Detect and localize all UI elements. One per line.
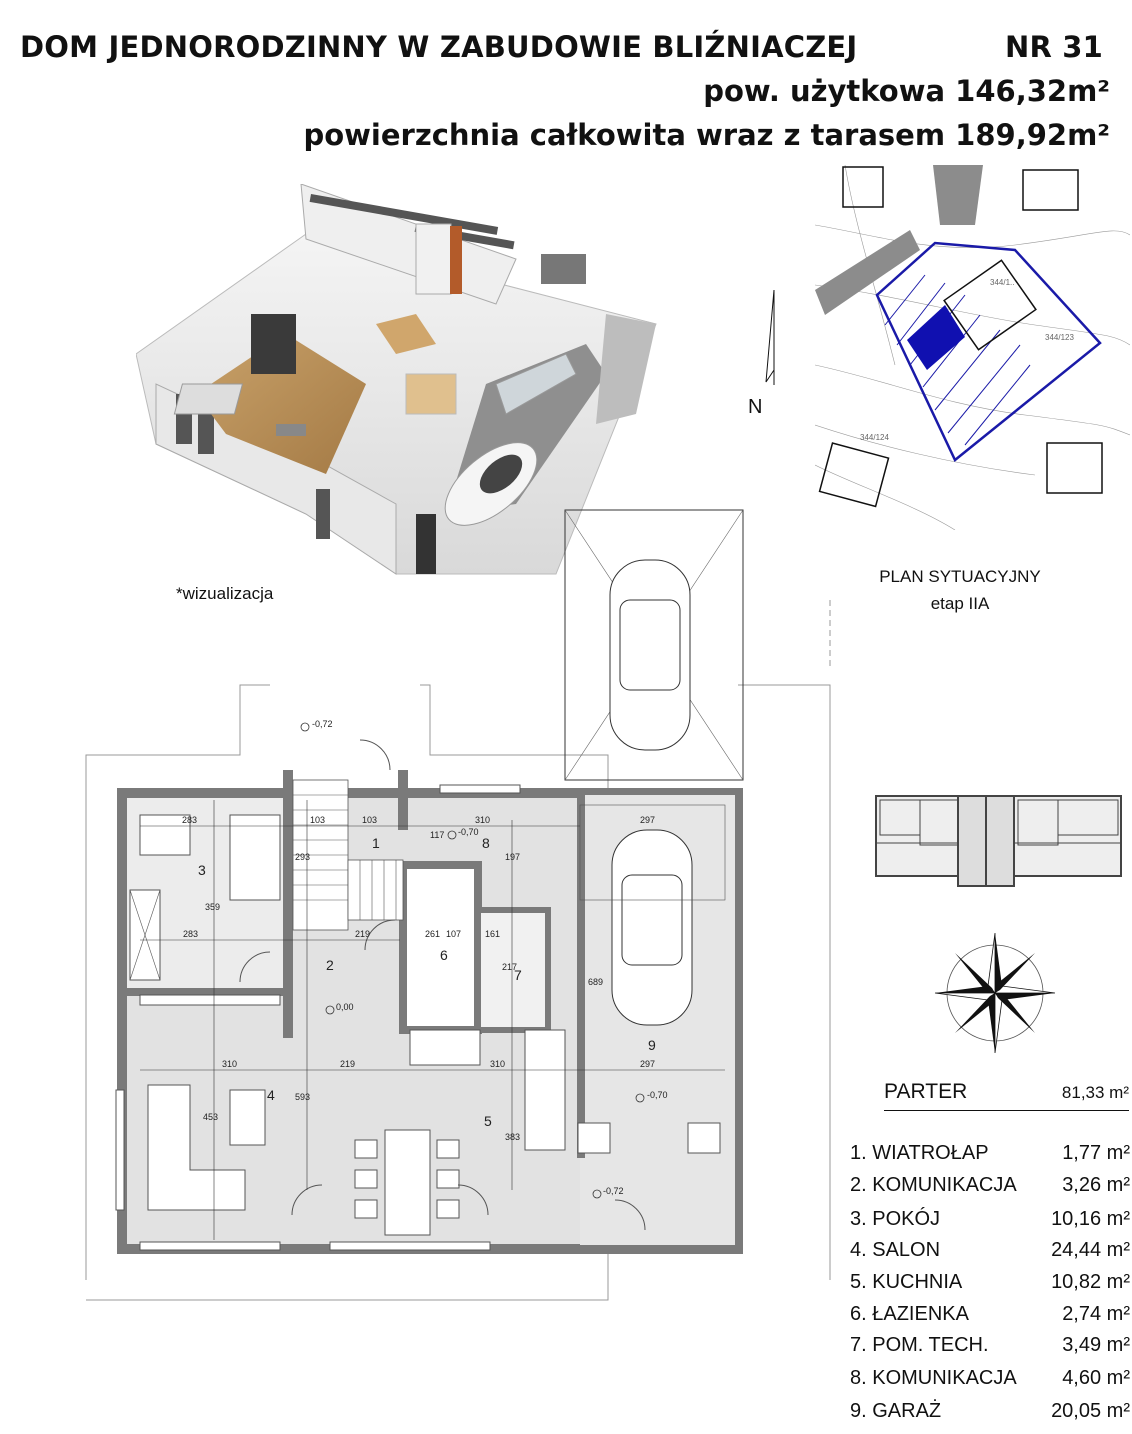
- room-area: 10,16 m²: [1051, 1208, 1130, 1230]
- dim-label: 197: [505, 852, 520, 862]
- room-name: 4. SALON: [850, 1239, 941, 1261]
- room-number: 5: [484, 1113, 492, 1129]
- dim-label: 310: [475, 815, 490, 825]
- dim-label: 689: [588, 977, 603, 987]
- dim-label: 107: [446, 929, 461, 939]
- room-area: 3,26 m²: [1062, 1174, 1130, 1196]
- north-label: N: [748, 396, 763, 418]
- room-area: 10,82 m²: [1051, 1271, 1130, 1293]
- dim-label: 261: [425, 929, 440, 939]
- dim-label: 383: [505, 1132, 520, 1142]
- house-number: NR 31: [1005, 30, 1104, 64]
- dim-label: 219: [355, 929, 370, 939]
- level-marker: -0,70: [647, 1090, 668, 1100]
- dim-label: 283: [183, 929, 198, 939]
- total-area: powierzchnia całkowita wraz z tarasem 18…: [303, 118, 1110, 152]
- level-marker: 0,00: [336, 1002, 354, 1012]
- parcel-label-2: 344/123: [1045, 333, 1074, 342]
- dim-label: 297: [640, 1059, 655, 1069]
- room-area: 3,49 m²: [1062, 1334, 1130, 1356]
- room-number: 3: [198, 862, 206, 878]
- dim-label: 453: [203, 1112, 218, 1122]
- site-plan-subtitle: etap IIA: [930, 594, 990, 613]
- house-visualization-image: [136, 184, 657, 575]
- level-marker: -0,72: [603, 1186, 624, 1196]
- room-name: 3. POKÓJ: [850, 1208, 941, 1230]
- car-icon: [609, 559, 691, 751]
- room-row: 7. POM. TECH. 3,49 m²: [850, 1334, 1130, 1364]
- site-plan-title: PLAN SYTUACYJNY: [879, 567, 1041, 586]
- level-marker: -0,70: [458, 827, 479, 837]
- dim-label: 310: [222, 1059, 237, 1069]
- parcel-label-3: 344/124: [860, 433, 889, 442]
- title-text: DOM JEDNORODZINNY W ZABUDOWIE BLIŹNIACZE…: [20, 30, 858, 64]
- room-name: 6. ŁAZIENKA: [850, 1303, 969, 1325]
- dim-label: 310: [490, 1059, 505, 1069]
- room-area: 2,74 m²: [1062, 1303, 1130, 1325]
- dim-label: 293: [295, 852, 310, 862]
- floor-total-row: PARTER 81,33 m²: [884, 1080, 1129, 1111]
- room-row: 3. POKÓJ 10,16 m²: [850, 1208, 1130, 1238]
- floor-total: 81,33 m²: [1061, 1083, 1129, 1102]
- room-number: 7: [514, 967, 522, 983]
- semi-detached-mini-plan: [875, 795, 1122, 887]
- room-name: 9. GARAŻ: [850, 1400, 942, 1422]
- room-row: 1. WIATROŁAP 1,77 m²: [850, 1142, 1130, 1172]
- room-name: 2. KOMUNIKACJA: [850, 1174, 1017, 1196]
- room-name: 1. WIATROŁAP: [850, 1142, 989, 1164]
- room-name: 5. KUCHNIA: [850, 1271, 963, 1293]
- north-arrow-icon: [765, 290, 775, 385]
- room-area: 20,05 m²: [1051, 1400, 1130, 1422]
- room-row: 6. ŁAZIENKA 2,74 m²: [850, 1303, 1130, 1333]
- dim-label: 103: [310, 815, 325, 825]
- room-number: 2: [326, 957, 334, 973]
- dim-label: 117: [430, 830, 444, 840]
- dim-label: 219: [340, 1059, 355, 1069]
- dim-label: 283: [182, 815, 197, 825]
- room-area: 1,77 m²: [1062, 1142, 1130, 1164]
- visualization-caption: *wizualizacja: [176, 584, 274, 603]
- room-number: 1: [372, 835, 380, 851]
- dim-label: 103: [362, 815, 377, 825]
- dim-label: 359: [205, 902, 220, 912]
- floor-label: PARTER: [884, 1080, 968, 1103]
- room-row: 2. KOMUNIKACJA 3,26 m²: [850, 1174, 1130, 1204]
- room-name: 8. KOMUNIKACJA: [850, 1367, 1017, 1389]
- dim-label: 161: [485, 929, 500, 939]
- room-row: 5. KUCHNIA 10,82 m²: [850, 1271, 1130, 1301]
- room-area: 4,60 m²: [1062, 1367, 1130, 1389]
- room-row: 4. SALON 24,44 m²: [850, 1239, 1130, 1269]
- dim-label: 593: [295, 1092, 310, 1102]
- house-walls: [115, 739, 743, 1254]
- room-number: 4: [267, 1087, 275, 1103]
- parcel-label-1: 344/1..: [990, 278, 1014, 287]
- room-name: 7. POM. TECH.: [850, 1334, 989, 1356]
- room-row: 8. KOMUNIKACJA 4,60 m²: [850, 1367, 1130, 1397]
- dim-label: 217: [502, 962, 517, 972]
- site-plan-map: 344/1.. 344/123 344/124: [815, 165, 1130, 530]
- room-number: 6: [440, 947, 448, 963]
- ground-floor-plan: 283 103 103 117 310 297 293 197 359 283 …: [85, 509, 831, 1301]
- compass-rose-icon: [934, 932, 1056, 1054]
- document-title: DOM JEDNORODZINNY W ZABUDOWIE BLIŹNIACZE…: [20, 30, 1103, 64]
- dim-label: 297: [640, 815, 655, 825]
- room-row: 9. GARAŻ 20,05 m²: [850, 1400, 1130, 1430]
- room-area: 24,44 m²: [1051, 1239, 1130, 1261]
- usable-area: pow. użytkowa 146,32m²: [703, 74, 1110, 108]
- level-marker: -0,72: [312, 719, 333, 729]
- room-number: 9: [648, 1037, 656, 1053]
- room-number: 8: [482, 835, 490, 851]
